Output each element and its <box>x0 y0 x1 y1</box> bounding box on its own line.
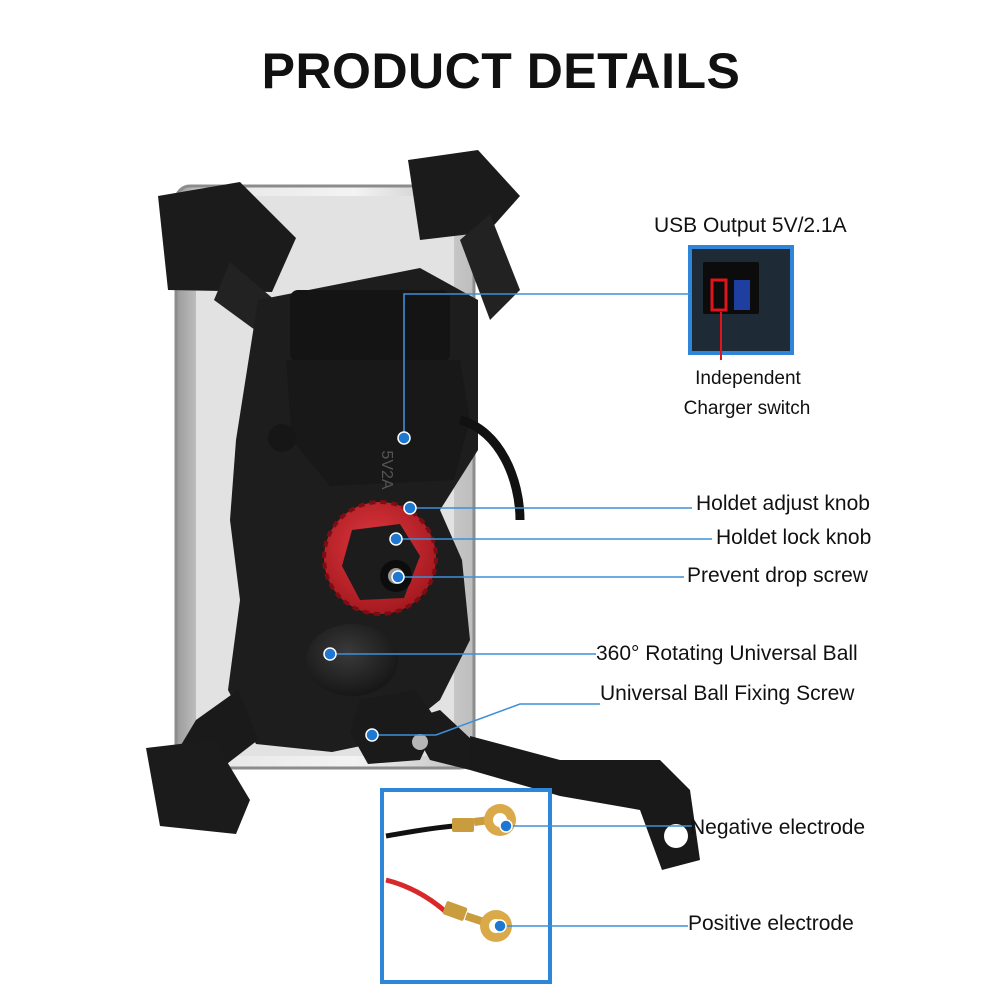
dot-negative <box>499 819 513 833</box>
dot-positive <box>493 919 507 933</box>
wires-inset <box>380 788 552 984</box>
mounting-bracket <box>470 736 700 870</box>
dot-fixing-screw <box>365 728 379 742</box>
universal-ball <box>306 624 438 764</box>
charger-switch-label: Charger switch <box>683 398 811 419</box>
dot-drop-screw <box>391 570 405 584</box>
positive-electrode-label: Positive electrode <box>688 912 854 935</box>
lock-knob-label: Holdet lock knob <box>716 526 872 549</box>
dot-usb <box>397 431 411 445</box>
usb-inset <box>688 245 794 360</box>
module-label: 5V2A <box>378 450 395 489</box>
callout-dots <box>323 431 513 933</box>
rotating-ball-label: 360° Rotating Universal Ball <box>596 642 858 665</box>
holder-adjust-knob <box>322 500 438 616</box>
usb-port <box>734 280 750 310</box>
dot-adjust-knob <box>403 501 417 515</box>
dot-lock-knob <box>389 532 403 546</box>
negative-electrode-label: Negative electrode <box>690 816 866 839</box>
drop-screw-label: Prevent drop screw <box>687 564 868 587</box>
ball-fixing-screw-label: Universal Ball Fixing Screw <box>600 682 855 705</box>
page-title: PRODUCT DETAILS <box>261 43 741 99</box>
usb-charger-module: 5V2A <box>268 290 525 521</box>
callout-lines <box>330 293 712 927</box>
adjust-knob-label: Holdet adjust knob <box>696 492 870 515</box>
independent-label: Independent <box>695 368 801 389</box>
usb-output-label: USB Output 5V/2.1A <box>654 214 847 237</box>
charger-switch <box>710 278 728 312</box>
dot-rotating-ball <box>323 647 337 661</box>
